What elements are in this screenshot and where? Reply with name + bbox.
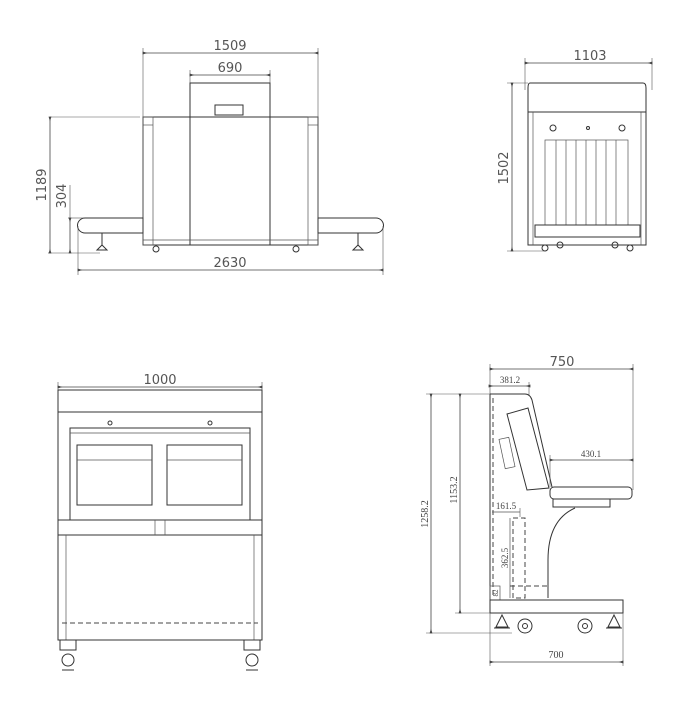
dimension-label: 362.5 — [500, 547, 510, 568]
tunnel-window — [214, 104, 244, 116]
dimension-label: 1000 — [143, 373, 176, 388]
tunnel-block — [189, 82, 271, 246]
machine-housing — [142, 116, 319, 246]
dimension-label: 2630 — [213, 256, 246, 271]
console-front-view: 1000 — [57, 373, 263, 671]
cable-channel — [512, 517, 526, 599]
tunnel-curtain-strips — [544, 139, 629, 226]
keyboard-shelf — [57, 519, 263, 536]
caster-wheels — [59, 639, 261, 671]
dimension-label: 381.2 — [500, 375, 520, 385]
conveyor-left — [77, 217, 144, 234]
monitor-frame — [69, 427, 251, 521]
caster-wheels — [494, 613, 622, 634]
dimension-label: 700 — [549, 650, 564, 661]
xray-side-view: 1103 1502 — [497, 49, 653, 252]
monitor-left — [76, 444, 153, 506]
dimension-label: 1153.2 — [449, 476, 460, 503]
dimension-label: 304 — [55, 184, 70, 209]
dimension-label: 1509 — [213, 39, 246, 54]
dimension-label: 1189 — [35, 168, 50, 201]
dimension-label: 82 — [492, 589, 500, 597]
monitor-right — [166, 444, 243, 506]
dimension-label: 750 — [550, 355, 575, 370]
console-base — [489, 599, 624, 614]
console-side-view: 750 381.2 430.1 161.5 362.5 82 1258.2 — [420, 355, 634, 666]
console-body — [57, 389, 263, 641]
conveyor-right — [317, 217, 384, 234]
support-column — [547, 507, 576, 598]
dimension-label: 1502 — [497, 151, 512, 184]
monitor-side — [506, 407, 550, 491]
dimension-label: 1258.2 — [420, 500, 431, 528]
console-side-profile — [490, 393, 553, 488]
dimension-label: 690 — [218, 61, 243, 76]
side-housing — [527, 82, 647, 246]
desk-shelf — [549, 486, 633, 500]
dimension-label: 430.1 — [581, 449, 601, 459]
dimension-label: 161.5 — [496, 501, 517, 511]
xray-front-view: 1509 690 1189 304 2630 — [35, 39, 384, 275]
dimension-label: 1103 — [573, 49, 606, 64]
